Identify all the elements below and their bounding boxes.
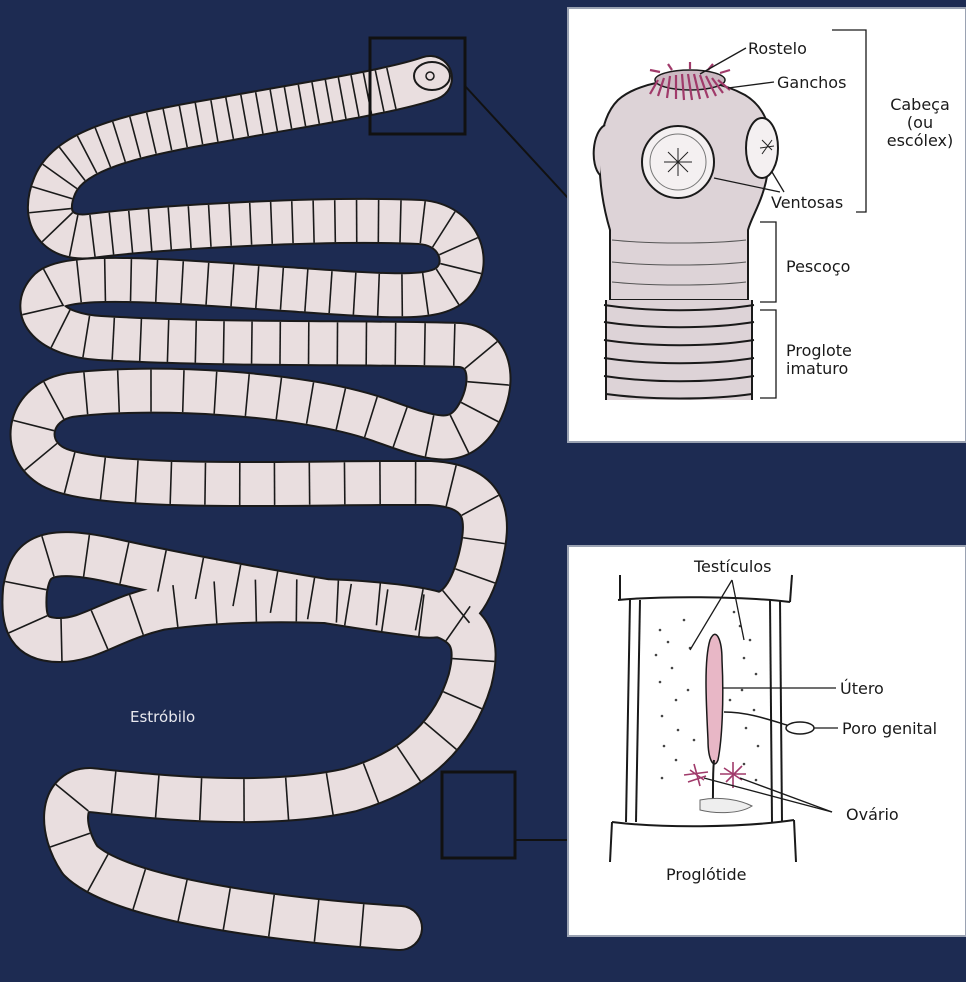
label-cabeca-3: escólex): [887, 131, 953, 150]
scolex-panel: Rostelo Ganchos Ventosas Pescoço Proglot…: [568, 8, 966, 442]
worm-scolex: [414, 62, 450, 90]
segment-line: [105, 259, 106, 301]
label-estrobilo: Estróbilo: [130, 708, 195, 726]
label-proglotide: Proglótide: [666, 865, 747, 884]
label-cabeca-2: (ou: [907, 113, 933, 132]
segment-line: [252, 322, 253, 364]
label-ventosas: Ventosas: [771, 193, 843, 212]
segment-line: [454, 324, 455, 366]
segment-line: [313, 201, 314, 243]
genital-pore: [786, 722, 814, 734]
proglottid-panel: Testículos Útero Poro genital Ovário Pro…: [568, 546, 966, 936]
segment-line: [195, 321, 196, 363]
label-proglote-2: imaturo: [786, 359, 848, 378]
immature-proglottids: [604, 300, 754, 400]
segment-line: [223, 321, 224, 363]
label-poro-genital: Poro genital: [842, 719, 937, 738]
segment-line: [400, 200, 401, 242]
segment-line: [424, 323, 425, 365]
segment-line: [131, 259, 132, 301]
segment-line: [61, 619, 62, 661]
label-cabeca-1: Cabeça: [890, 95, 950, 114]
segment-line: [205, 463, 206, 505]
label-ganchos: Ganchos: [777, 73, 846, 92]
label-pescoco: Pescoço: [786, 257, 850, 276]
label-rostelo: Rostelo: [748, 39, 807, 58]
label-proglote-1: Proglote: [786, 341, 852, 360]
segment-line: [335, 200, 336, 242]
label-testiculos: Testículos: [693, 557, 771, 576]
segment-line: [255, 580, 256, 622]
sucker-front-rays: [664, 148, 692, 176]
label-ovario: Ovário: [846, 805, 899, 824]
label-utero: Útero: [840, 679, 884, 698]
uterus: [706, 634, 723, 764]
